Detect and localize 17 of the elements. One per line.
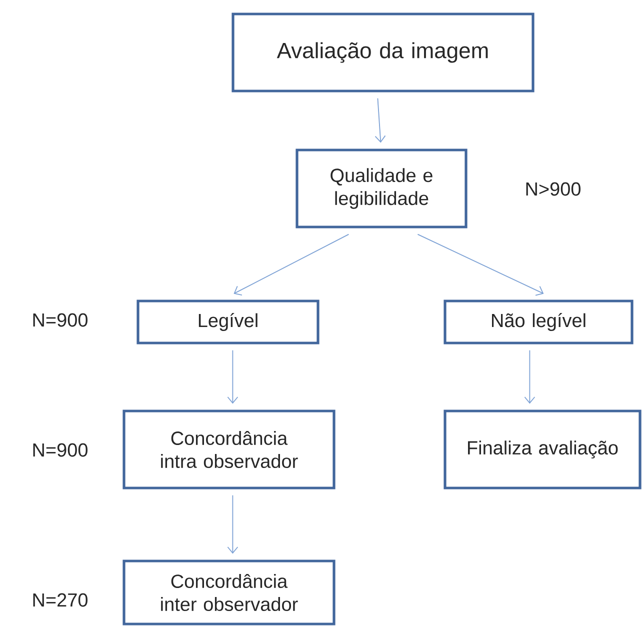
sample-size-label: N>900 xyxy=(526,182,580,196)
process-box: Concordância inter observador xyxy=(122,560,336,626)
process-box: Qualidade e legibilidade xyxy=(296,148,468,228)
arrow xyxy=(234,234,350,296)
arrow xyxy=(374,98,386,143)
process-box: Legível xyxy=(136,300,320,344)
sample-size-label: N=900 xyxy=(33,313,88,327)
sample-size-label: N=900 xyxy=(33,443,88,457)
arrow xyxy=(227,494,238,554)
process-box: Avaliação da imagem xyxy=(232,12,534,92)
arrow xyxy=(524,350,536,404)
arrow xyxy=(227,350,238,404)
process-box: Finaliza avaliação xyxy=(444,410,642,490)
process-box: Não legível xyxy=(444,300,634,344)
arrow xyxy=(417,234,544,296)
sample-size-label: N=270 xyxy=(33,593,88,607)
process-box: Concordância intra observador xyxy=(122,410,336,490)
